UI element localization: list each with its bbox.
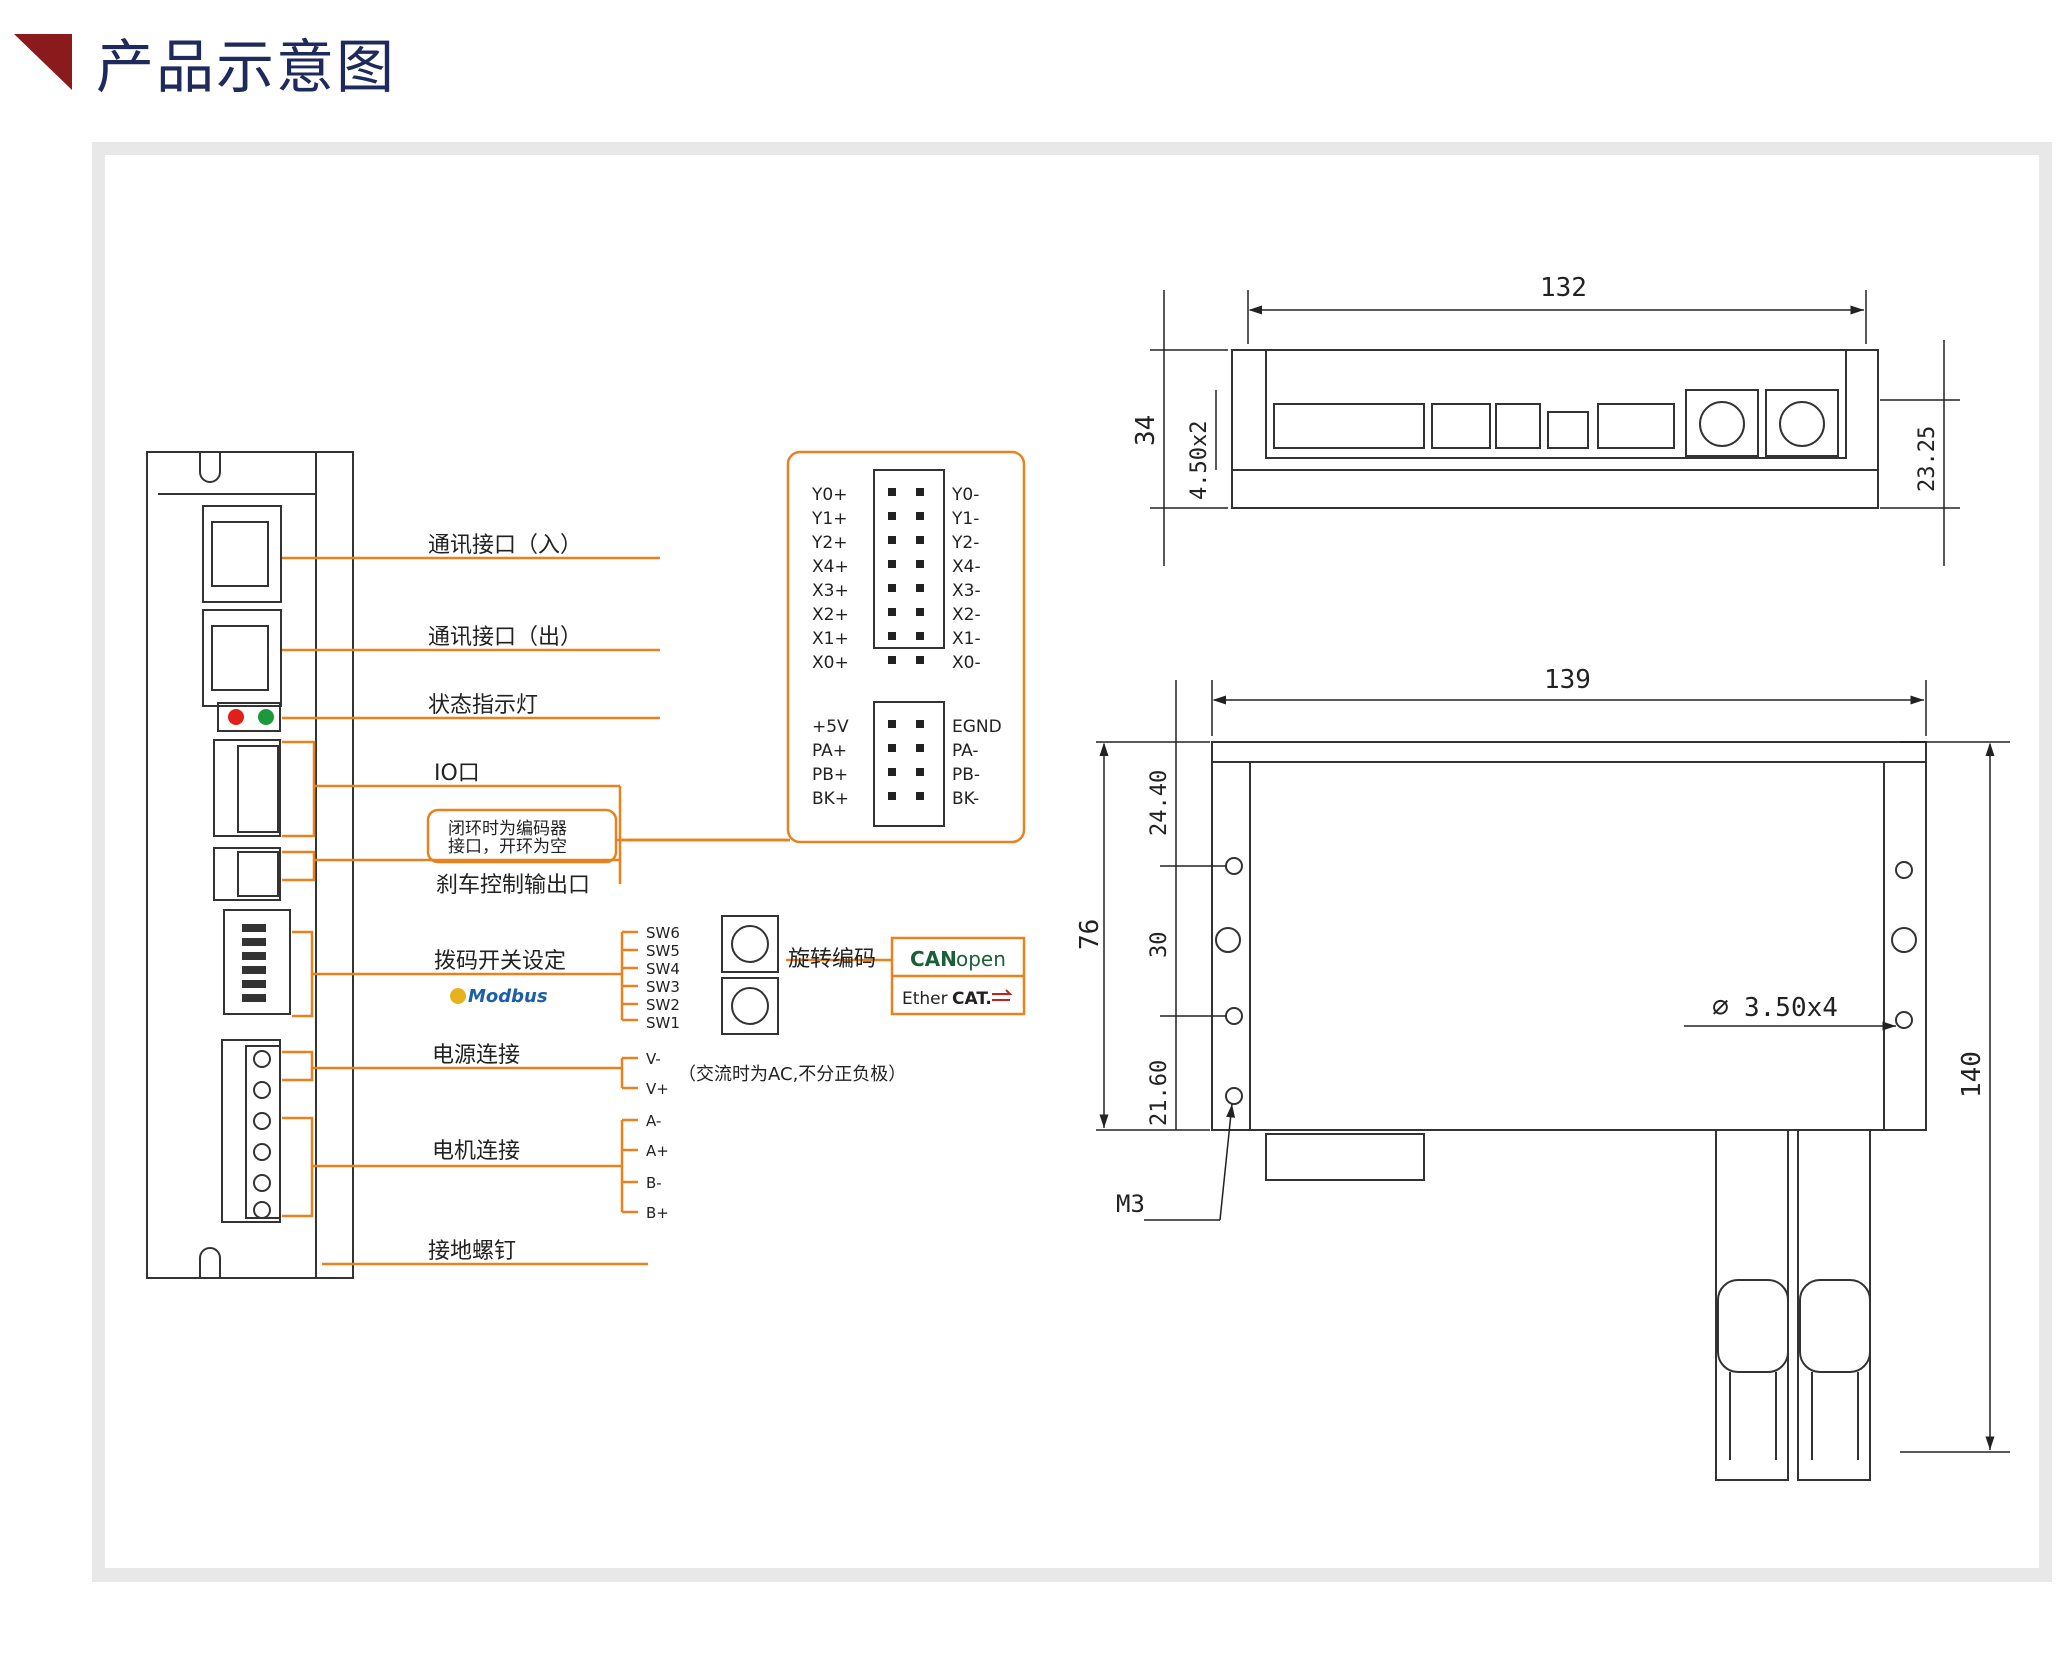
svg-text:SW5: SW5 [646, 942, 680, 960]
svg-text:B-: B- [646, 1174, 662, 1192]
bottom-view-dimensions [1096, 680, 2010, 1453]
sw-pin-labels: SW6 SW5 SW4 SW3 SW2 SW1 V- V+ A- A+ B- B… [646, 924, 680, 1222]
svg-text:X0+: X0+ [812, 653, 849, 673]
dim-h3: 21.60 [1147, 1060, 1172, 1126]
svg-text:X2-: X2- [952, 605, 981, 625]
label-io: IO口 [434, 761, 480, 786]
driver-front-view [146, 451, 354, 1279]
svg-text:A+: A+ [646, 1142, 669, 1160]
svg-text:X1+: X1+ [812, 629, 849, 649]
svg-text:Y0+: Y0+ [811, 485, 847, 505]
io-pin-labels: Y0+ Y0- Y1+ Y1- Y2+ Y2- X4+ X4- X3+ X3- X2+ X2… [811, 485, 1002, 809]
note-line1: 闭环时为编码器 [448, 819, 567, 839]
svg-text:Y0-: Y0- [951, 485, 979, 505]
svg-text:V+: V+ [646, 1080, 669, 1098]
label-rotary: 旋转编码 [788, 947, 876, 972]
svg-text:PB-: PB- [952, 765, 980, 785]
dim-side-height: 34 [1131, 415, 1161, 446]
svg-text:Y1+: Y1+ [811, 509, 847, 529]
label-motor: 电机连接 [432, 1139, 520, 1164]
dim-inner-height: 23.25 [1915, 426, 1940, 492]
svg-text:EGND: EGND [952, 717, 1002, 737]
svg-text:CAN: CAN [910, 947, 957, 971]
dim-holes: 3.50x4 [1744, 993, 1838, 1023]
dim-total: 76 [1075, 919, 1105, 950]
dim-overall: 140 [1957, 1051, 1987, 1098]
dim-h2: 30 [1147, 932, 1172, 959]
svg-text:Y1-: Y1- [951, 509, 979, 529]
driver-top-view [1231, 349, 1879, 509]
svg-text:Ether: Ether [902, 989, 948, 1009]
svg-text:Y2+: Y2+ [811, 533, 847, 553]
modbus-logo: Modbus [468, 986, 548, 1007]
svg-text:X3+: X3+ [812, 581, 849, 601]
svg-text:PA-: PA- [952, 741, 979, 761]
svg-text:X3-: X3- [952, 581, 981, 601]
label-power: 电源连接 [432, 1043, 520, 1068]
svg-text:B+: B+ [646, 1204, 669, 1222]
dip-switches [242, 924, 266, 1002]
rotary-encoders [721, 915, 779, 1035]
diameter-icon: ∅ [1712, 990, 1729, 1023]
svg-text:V-: V- [646, 1050, 661, 1068]
svg-text:SW4: SW4 [646, 960, 680, 978]
label-comm-in: 通讯接口（入） [428, 533, 582, 558]
dim-screw: M3 [1116, 1190, 1145, 1218]
note-line2: 接口，开环为空 [448, 837, 567, 857]
io-connector-drawing [873, 469, 945, 827]
led-green [258, 709, 274, 725]
svg-text:X0-: X0- [952, 653, 981, 673]
header-marker [14, 34, 72, 90]
leader-lines [282, 450, 1026, 1266]
ac-note: （交流时为AC,不分正负极） [678, 1064, 906, 1085]
dim-body-width: 139 [1544, 665, 1591, 695]
label-dip: 拨码开关设定 [434, 949, 566, 974]
driver-bottom-view [1211, 741, 1927, 1481]
dim-top-width: 132 [1540, 273, 1587, 303]
led-red [228, 709, 244, 725]
label-ground: 接地螺钉 [428, 1239, 516, 1264]
svg-text:X1-: X1- [952, 629, 981, 649]
page-title: 产品示意图 [96, 33, 397, 101]
dim-h1: 24.40 [1147, 770, 1172, 836]
svg-text:SW2: SW2 [646, 996, 680, 1014]
svg-text:A-: A- [646, 1112, 661, 1130]
label-status-led: 状态指示灯 [428, 693, 538, 718]
svg-text:Y2-: Y2- [951, 533, 979, 553]
io-pins [888, 488, 924, 800]
svg-text:SW1: SW1 [646, 1014, 680, 1032]
svg-text:BK+: BK+ [812, 789, 849, 809]
svg-text:SW3: SW3 [646, 978, 680, 996]
svg-text:SW6: SW6 [646, 924, 680, 942]
svg-text:X4+: X4+ [812, 557, 849, 577]
protocol-logos: CAN open Ether CAT. [902, 947, 1013, 1009]
label-comm-out: 通讯接口（出） [428, 625, 582, 650]
svg-text:X2+: X2+ [812, 605, 849, 625]
top-view-dimensions [1150, 290, 1960, 566]
svg-text:open: open [956, 947, 1006, 971]
svg-text:PB+: PB+ [812, 765, 848, 785]
label-brake: 刹车控制输出口 [436, 873, 590, 898]
svg-text:PA+: PA+ [812, 741, 847, 761]
terminal-screws [253, 1050, 271, 1219]
svg-text:CAT.: CAT. [952, 989, 992, 1009]
modbus-icon [450, 988, 466, 1004]
svg-text:X4-: X4- [952, 557, 981, 577]
svg-text:BK-: BK- [952, 789, 979, 809]
svg-text:+5V: +5V [812, 717, 849, 737]
dim-hole-spacing: 4.50x2 [1187, 421, 1212, 500]
